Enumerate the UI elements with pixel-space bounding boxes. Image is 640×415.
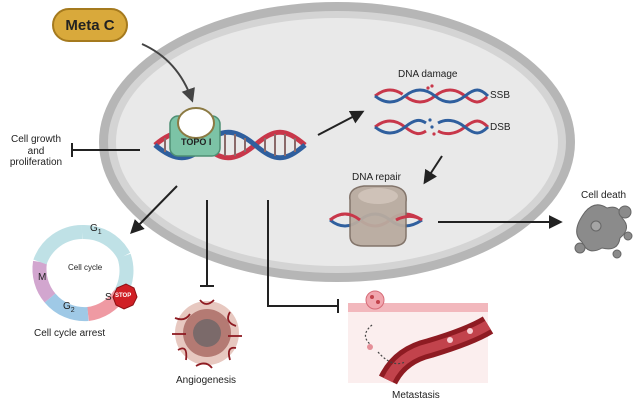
dsb-dna-icon	[374, 118, 490, 136]
enzyme-label: TOPO I	[181, 137, 212, 147]
tumor-icon	[172, 299, 242, 369]
stop-sign-icon	[112, 283, 138, 310]
dna-damage-title: DNA damage	[398, 69, 458, 80]
angiogenesis-label: Angiogenesis	[176, 375, 237, 386]
ssb-dna-icon	[374, 84, 490, 104]
inhibition-metastasis	[267, 200, 339, 313]
drug-meta-c: Meta C	[52, 8, 128, 42]
phase-m: M	[38, 272, 47, 283]
ssb-label: SSB	[490, 90, 511, 101]
cell-cycle-center: Cell cycle	[68, 263, 103, 272]
phase-g2: G2	[63, 301, 75, 314]
dna-repair-label: DNA repair	[352, 172, 401, 183]
nucleus-interior	[116, 18, 558, 266]
inhibition-bar-icon	[71, 143, 140, 157]
drug-arrow	[141, 43, 195, 103]
cell-cycle-caption: Cell cycle arrest	[34, 328, 106, 339]
arrow-to-cell-cycle	[130, 185, 178, 235]
phase-s: S	[105, 292, 112, 303]
inhibition-angiogenesis	[200, 200, 214, 287]
cell-growth-label: Cell growth and proliferation	[9, 134, 63, 168]
phase-g1: G1	[90, 223, 102, 236]
arrow-to-dna-damage	[317, 110, 365, 136]
metastasis-label: Metastasis	[392, 390, 440, 401]
cell-death-icon	[574, 204, 633, 259]
blood-vessel-icon	[348, 290, 494, 385]
cell-death-label: Cell death	[581, 190, 627, 201]
cell-cycle-ring	[32, 224, 134, 322]
topo-enzyme-icon	[169, 107, 221, 157]
repair-protein-icon	[329, 185, 423, 247]
dsb-label: DSB	[490, 122, 511, 133]
arrow-to-dna-repair	[423, 155, 443, 185]
stop-sign-text: STOP	[115, 293, 132, 299]
